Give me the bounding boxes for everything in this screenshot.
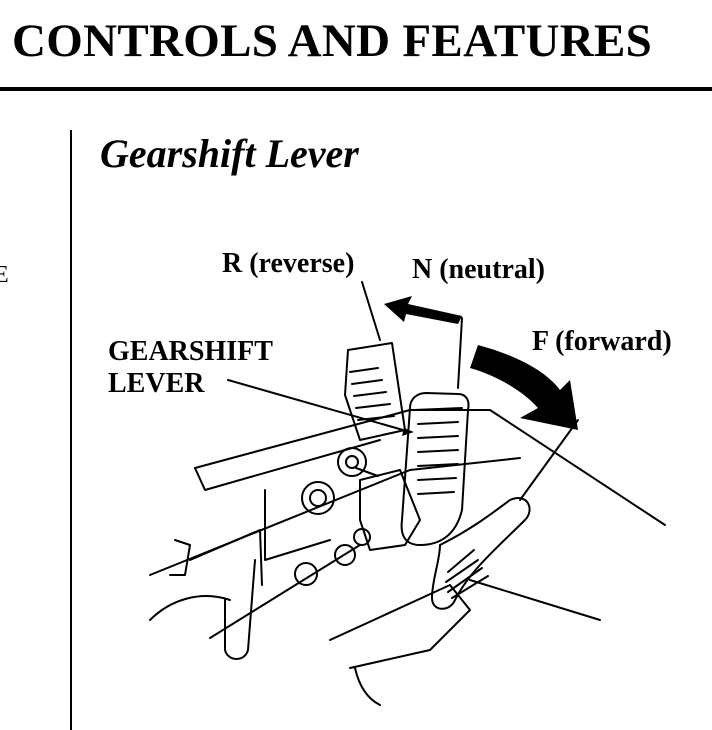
chassis-edge	[355, 668, 380, 705]
chassis-bracket	[170, 540, 190, 575]
neutral-arrow	[384, 296, 462, 324]
neutral-label: N (neutral)	[412, 254, 545, 285]
forward-label: F (forward)	[532, 326, 672, 357]
knob-left	[302, 482, 334, 514]
frame-line-lower	[210, 545, 360, 638]
frame-line-rear	[470, 580, 600, 620]
panel-edge-2	[190, 530, 262, 585]
gearshift-lever-label-line2: LEVER	[108, 368, 205, 399]
forward-arrow	[470, 345, 578, 430]
lever-leader-line	[228, 380, 410, 432]
reverse-label: R (reverse)	[222, 248, 354, 279]
chassis-curve	[150, 596, 230, 620]
forward-guide	[520, 420, 578, 500]
knob-center	[338, 448, 366, 476]
chassis-lower	[225, 560, 255, 659]
gearshift-lever-label-line1: GEARSHIFT	[108, 336, 273, 367]
chassis-rear	[330, 585, 470, 668]
lever-arm	[432, 498, 530, 609]
neutral-guide	[458, 318, 462, 388]
bolt-lower	[295, 529, 370, 585]
reverse-guide	[362, 282, 380, 340]
